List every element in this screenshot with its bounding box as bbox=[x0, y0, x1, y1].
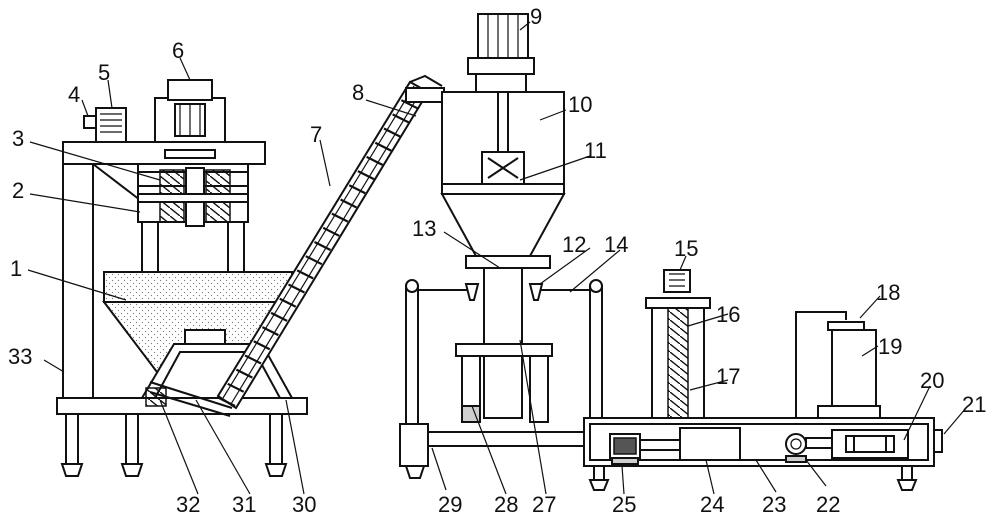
label-30: 30 bbox=[292, 492, 316, 517]
label-18: 18 bbox=[876, 280, 900, 305]
screw-conveyor-7-8 bbox=[216, 74, 445, 410]
screw-flight bbox=[279, 297, 297, 308]
label-29: 29 bbox=[438, 492, 462, 517]
screw-flight bbox=[331, 212, 349, 223]
screw-flight bbox=[253, 340, 271, 351]
screw-flight bbox=[235, 368, 253, 379]
screw-flight bbox=[357, 170, 375, 181]
label-21: 21 bbox=[962, 392, 986, 417]
label-13: 13 bbox=[412, 216, 436, 241]
label-5: 5 bbox=[98, 60, 110, 85]
label-7: 7 bbox=[310, 122, 322, 147]
mixing-tank-10-11 bbox=[440, 13, 566, 287]
leader-lines bbox=[27, 21, 967, 495]
label-25: 25 bbox=[612, 492, 636, 517]
label-20: 20 bbox=[920, 368, 944, 393]
label-3: 3 bbox=[12, 126, 24, 151]
screw-flight bbox=[340, 198, 358, 209]
label-33: 33 bbox=[8, 344, 32, 369]
tank-support-27-28 bbox=[455, 267, 553, 423]
part-labels: 1 2 3 4 5 6 7 8 9 10 11 12 13 14 15 16 1… bbox=[8, 4, 986, 517]
screw-flight bbox=[314, 241, 331, 251]
label-23: 23 bbox=[762, 492, 786, 517]
motor-25-box-24 bbox=[609, 427, 741, 465]
label-19: 19 bbox=[878, 334, 902, 359]
label-22: 22 bbox=[816, 492, 840, 517]
label-10: 10 bbox=[568, 92, 592, 117]
label-28: 28 bbox=[494, 492, 518, 517]
label-14: 14 bbox=[604, 232, 628, 257]
screw-flight bbox=[392, 113, 410, 124]
spray-arms-12-14 bbox=[405, 279, 603, 427]
control-box-4-5 bbox=[83, 107, 127, 143]
label-32: 32 bbox=[176, 492, 200, 517]
label-31: 31 bbox=[232, 492, 256, 517]
label-16: 16 bbox=[716, 302, 740, 327]
label-8: 8 bbox=[352, 80, 364, 105]
screw-flight bbox=[287, 283, 305, 294]
screw-flight bbox=[261, 326, 279, 337]
label-11: 11 bbox=[584, 138, 607, 163]
screw-flight bbox=[366, 155, 384, 166]
middle-base-29 bbox=[399, 423, 585, 479]
motor-6 bbox=[154, 79, 226, 159]
grinding-cylinder-2-3 bbox=[137, 163, 249, 273]
screw-flight bbox=[400, 99, 418, 110]
screw-column-15-17 bbox=[645, 269, 711, 419]
screw-flight bbox=[374, 141, 392, 152]
screw-flight bbox=[322, 226, 340, 237]
label-12: 12 bbox=[562, 232, 586, 257]
screw-flight bbox=[305, 255, 323, 266]
screw-flight bbox=[348, 184, 366, 195]
label-9: 9 bbox=[530, 4, 542, 29]
label-2: 2 bbox=[12, 178, 24, 203]
screw-flight bbox=[270, 311, 288, 322]
label-15: 15 bbox=[674, 236, 698, 261]
screw-flight bbox=[227, 382, 245, 393]
label-17: 17 bbox=[716, 364, 740, 389]
label-4: 4 bbox=[68, 82, 80, 107]
label-27: 27 bbox=[532, 492, 556, 517]
label-6: 6 bbox=[172, 38, 184, 63]
screw-flight bbox=[383, 127, 401, 138]
screw-flight bbox=[218, 397, 236, 407]
pump-22-cylinder-20 bbox=[785, 429, 909, 463]
label-24: 24 bbox=[700, 492, 724, 517]
screw-flight bbox=[296, 269, 314, 280]
column-18-19 bbox=[795, 311, 881, 419]
label-1: 1 bbox=[10, 256, 22, 281]
screw-flight bbox=[244, 354, 262, 365]
